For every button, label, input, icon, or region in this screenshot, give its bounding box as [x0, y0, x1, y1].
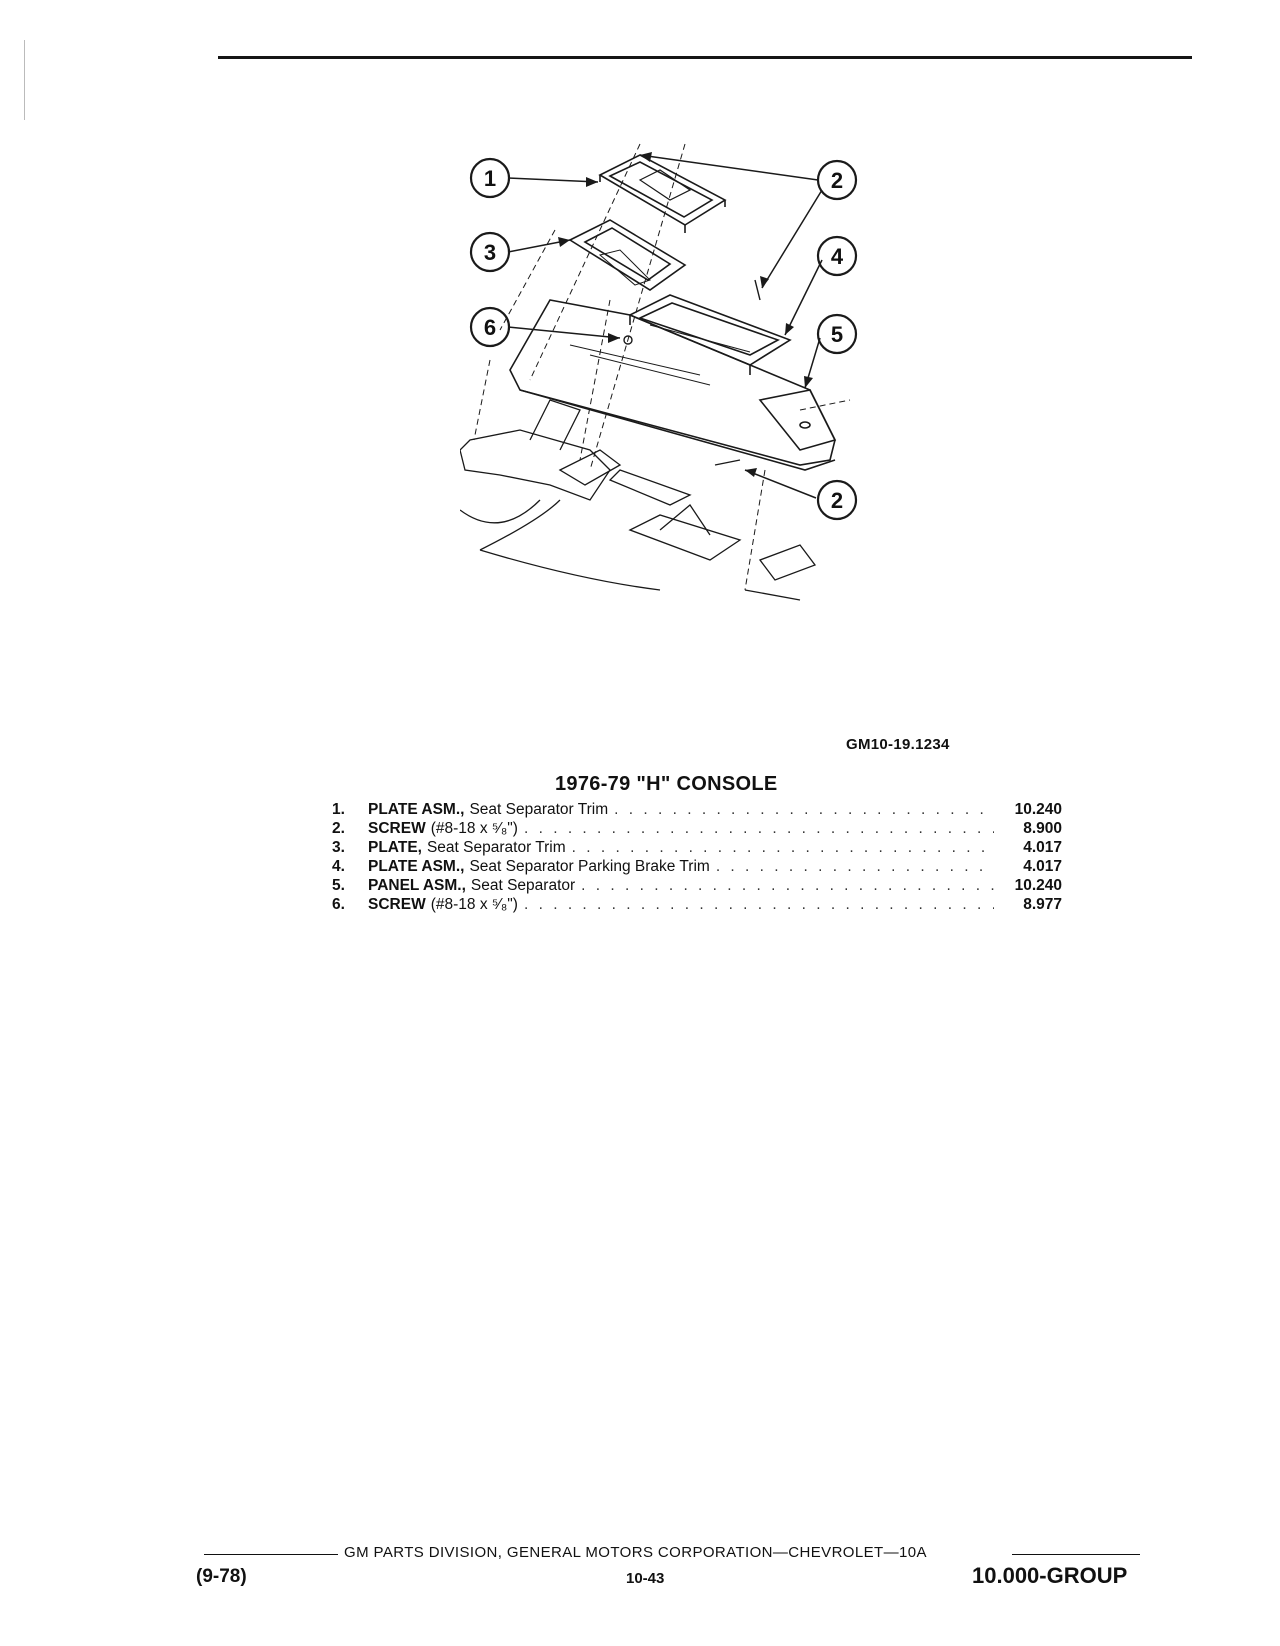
leader-dots: . . . . . . . . . . . . . . . . . . . . … [715, 858, 994, 875]
callout-label: 5 [831, 322, 843, 347]
item-description: Seat Separator [470, 877, 576, 894]
callout-4 [816, 235, 858, 277]
callout-1 [469, 157, 511, 199]
item-name: PANEL ASM., [368, 877, 466, 894]
callout-label: 6 [484, 315, 496, 340]
margin-mark [24, 40, 25, 120]
footer-rule-right [1012, 1554, 1140, 1555]
item-number: 1. [332, 801, 345, 818]
item-description: (#8-18 x ⁵⁄₈") [430, 820, 518, 837]
item-value: 10.240 [1014, 801, 1062, 818]
figure-code: GM10-19.1234 [846, 736, 950, 753]
plate-part [568, 219, 687, 291]
plate-assembly-part [598, 154, 727, 233]
page-number: 10-43 [626, 1570, 665, 1587]
callout-label: 3 [484, 240, 496, 265]
item-number: 4. [332, 858, 345, 875]
callout-2 [816, 159, 858, 201]
console-exploded-diagram: 1 3 6 2 4 5 2 [460, 140, 900, 620]
parts-row: 6. SCREW (#8-18 x ⁵⁄₈") . . . . . . . . … [332, 895, 1062, 914]
item-number: 2. [332, 820, 345, 837]
item-name: PLATE ASM., [368, 801, 465, 818]
floor-assembly [460, 399, 817, 601]
parts-row: 5. PANEL ASM., Seat Separator . . . . . … [332, 876, 1062, 895]
item-description: Seat Separator Trim [426, 839, 566, 856]
parts-row: 1. PLATE ASM., Seat Separator Trim . . .… [332, 800, 1062, 819]
callout-label: 2 [831, 168, 843, 193]
callout-label: 4 [831, 244, 844, 269]
parts-row: 3. PLATE, Seat Separator Trim . . . . . … [332, 838, 1062, 857]
callout-label: 2 [831, 488, 843, 513]
footer-publisher: GM PARTS DIVISION, GENERAL MOTORS CORPOR… [344, 1544, 927, 1561]
callout-3 [469, 231, 511, 273]
item-value: 8.977 [1023, 896, 1062, 913]
item-value: 10.240 [1014, 877, 1062, 894]
group-number: 10.000-GROUP [972, 1563, 1128, 1588]
console-panel-part [509, 299, 837, 471]
item-name: PLATE ASM., [368, 858, 465, 875]
item-value: 4.017 [1023, 839, 1062, 856]
parts-list-title: 1976-79 "H" CONSOLE [555, 773, 778, 795]
parts-row: 4. PLATE ASM., Seat Separator Parking Br… [332, 857, 1062, 876]
callout-5 [816, 313, 858, 355]
leader-dots: . . . . . . . . . . . . . . . . . . . . … [571, 839, 994, 856]
item-value: 4.017 [1023, 858, 1062, 875]
item-value: 8.900 [1023, 820, 1062, 837]
callout-2-lower [816, 479, 858, 521]
item-name: SCREW [368, 820, 426, 837]
item-name: SCREW [368, 896, 426, 913]
header-rule [218, 56, 1192, 59]
leader-dots: . . . . . . . . . . . . . . . . . . . . … [614, 801, 994, 818]
parts-row: 2. SCREW (#8-18 x ⁵⁄₈") . . . . . . . . … [332, 819, 1062, 838]
leader-dots: . . . . . . . . . . . . . . . . . . . . … [523, 896, 994, 913]
parts-list: 1. PLATE ASM., Seat Separator Trim . . .… [332, 800, 1062, 914]
item-description: Seat Separator Parking Brake Trim [469, 858, 710, 875]
revision-date: (9-78) [196, 1566, 247, 1587]
item-description: Seat Separator Trim [469, 801, 609, 818]
leader-dots: . . . . . . . . . . . . . . . . . . . . … [581, 877, 994, 894]
item-number: 6. [332, 896, 345, 913]
item-number: 3. [332, 839, 345, 856]
item-description: (#8-18 x ⁵⁄₈") [430, 896, 518, 913]
parking-brake-trim-part [628, 294, 792, 375]
screws [623, 279, 761, 466]
item-name: PLATE, [368, 839, 422, 856]
item-number: 5. [332, 877, 345, 894]
callout-6 [469, 306, 511, 348]
callout-circles [469, 157, 858, 521]
leader-dots: . . . . . . . . . . . . . . . . . . . . … [523, 820, 994, 837]
callout-label: 1 [484, 166, 496, 191]
footer-rule-left [204, 1554, 338, 1555]
